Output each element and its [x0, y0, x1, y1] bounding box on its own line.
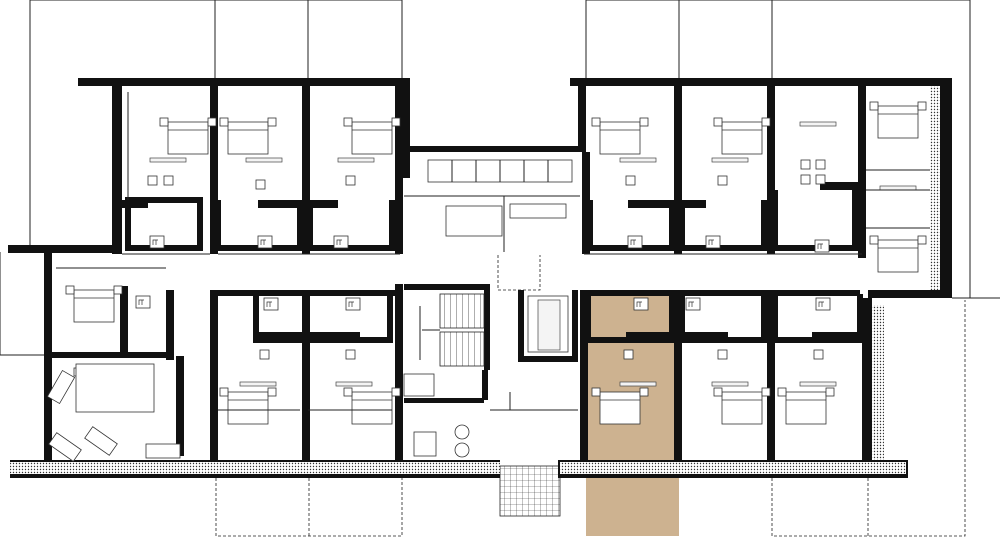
- insulation-hatch: [10, 86, 940, 474]
- lobby-details: [403, 373, 578, 458]
- terrace-loungers: [46, 363, 181, 462]
- lounge-tables: [404, 159, 580, 252]
- desks-chairs: [147, 121, 917, 387]
- entrance-grating: [499, 465, 561, 517]
- room-lines: [56, 92, 930, 411]
- bathroom-pods-bottom: [135, 294, 863, 343]
- stair: [419, 293, 485, 367]
- bathroom-pods-top: [122, 182, 858, 253]
- partition-walls: [52, 86, 866, 462]
